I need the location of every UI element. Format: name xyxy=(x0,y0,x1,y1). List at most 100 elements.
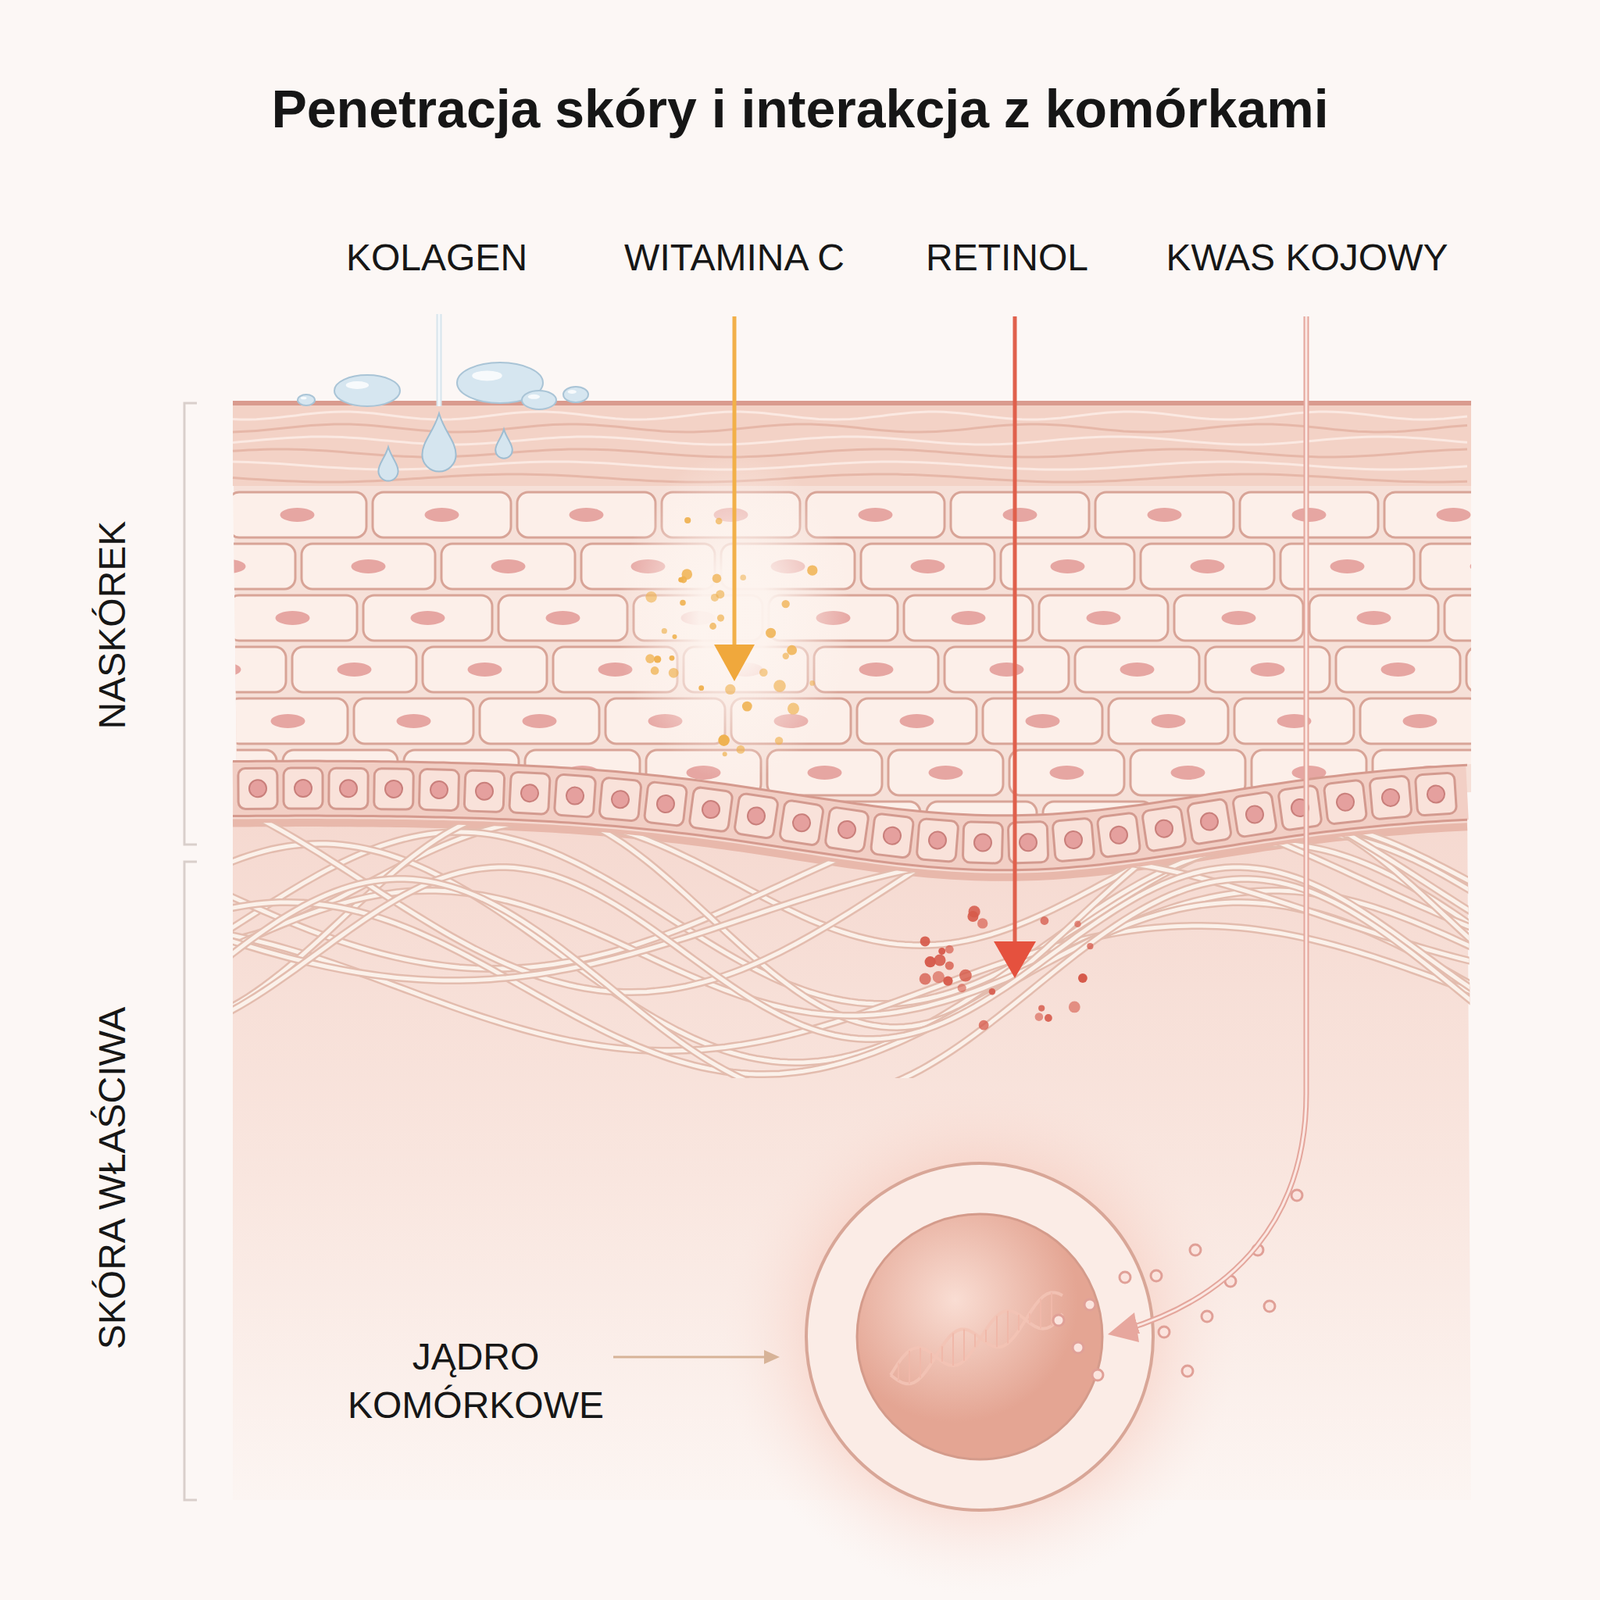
basal-nucleus xyxy=(1153,818,1174,839)
dna-rung xyxy=(908,1350,911,1385)
basal-cell-body xyxy=(464,770,505,813)
fiber xyxy=(217,808,1483,1028)
basal-cell-body xyxy=(643,781,687,826)
dna-rung xyxy=(1039,1298,1042,1329)
cell-nucleus xyxy=(1025,714,1061,729)
epidermal-cell xyxy=(353,698,474,744)
arrow-line xyxy=(732,316,737,653)
dna-rung xyxy=(919,1347,922,1379)
stratum-corneum xyxy=(232,403,1472,486)
dna-rung xyxy=(941,1346,943,1361)
cell-nucleus xyxy=(1190,559,1225,574)
vitamin-c-path xyxy=(645,316,818,757)
dna-rung xyxy=(1028,1313,1031,1323)
particle xyxy=(679,600,686,607)
particle xyxy=(1038,1005,1045,1012)
dna-rung xyxy=(963,1328,965,1361)
particle xyxy=(1078,973,1088,983)
particle xyxy=(668,667,679,679)
basal-nucleus xyxy=(746,806,766,826)
epidermal-cell xyxy=(1039,595,1168,641)
particle xyxy=(1182,1365,1193,1377)
basal-cell-body xyxy=(1323,779,1368,825)
arrow-line xyxy=(1125,316,1307,1330)
basal-cell-body xyxy=(1141,805,1186,852)
layer-label: NASKÓREK xyxy=(88,521,137,730)
cell-nucleus xyxy=(1050,765,1085,780)
layer-label: SKÓRA WŁAŚCIWA xyxy=(88,1007,137,1350)
droplet xyxy=(457,362,543,404)
particle xyxy=(1119,1271,1131,1283)
basal-cell xyxy=(238,767,278,809)
epidermal-cell xyxy=(1280,543,1415,590)
particle xyxy=(1158,1326,1170,1338)
epidermal-cell xyxy=(1095,492,1234,538)
basal-nucleus xyxy=(610,789,630,809)
particle xyxy=(1072,1342,1084,1354)
epidermal-cell xyxy=(857,698,977,744)
corneum-strands xyxy=(232,411,1468,483)
particle xyxy=(1068,1001,1081,1014)
basal-cell-body xyxy=(1278,785,1323,831)
cell-nucleus xyxy=(910,559,946,574)
epidermal-cell xyxy=(161,543,296,590)
part-label: JĄDRO KOMÓRKOWE xyxy=(319,1332,633,1430)
cell-nucleus xyxy=(467,662,503,677)
fiber-outline xyxy=(217,902,1483,1075)
particle xyxy=(959,969,972,983)
arrowhead xyxy=(1107,1312,1140,1343)
bracket xyxy=(184,861,197,1500)
particle xyxy=(682,568,693,580)
basal-nucleus xyxy=(475,782,494,800)
particle xyxy=(710,593,719,602)
droplet xyxy=(563,386,589,403)
cell-membrane xyxy=(806,1163,1154,1511)
epidermal-cell xyxy=(1205,646,1330,693)
dna-rung xyxy=(952,1333,954,1366)
basal-cell xyxy=(509,771,551,815)
particle xyxy=(1084,1299,1096,1311)
cell-nucleus xyxy=(1357,610,1392,625)
particle xyxy=(653,655,661,663)
cell-nucleus xyxy=(807,765,843,780)
basal-nucleus xyxy=(1335,792,1355,812)
fiber-outline xyxy=(217,925,1483,1051)
basal-cell xyxy=(733,792,779,840)
basal-cell xyxy=(916,818,959,863)
basal-nucleus xyxy=(1426,785,1445,804)
epidermal-cell xyxy=(1384,492,1523,538)
basal-cell xyxy=(418,768,459,811)
cell-nucleus xyxy=(859,662,894,677)
epidermal-cell xyxy=(950,492,1090,538)
ingredient-label: KWAS KOJOWY xyxy=(1166,233,1449,283)
particle xyxy=(1053,1314,1065,1326)
cell-nucleus xyxy=(202,765,237,780)
particle xyxy=(925,956,936,968)
epidermal-cell xyxy=(372,492,511,538)
cell-nucleus xyxy=(275,610,311,625)
basal-cell-body xyxy=(328,767,368,809)
arrow-line xyxy=(1013,316,1018,950)
cell-nucleus xyxy=(546,610,581,625)
particle xyxy=(942,975,953,986)
epidermal-cell xyxy=(1360,698,1480,744)
cell-nucleus xyxy=(410,610,446,625)
basal-cell xyxy=(962,821,1003,864)
basal-cell-body xyxy=(916,818,959,863)
particle xyxy=(1150,1270,1162,1282)
particle xyxy=(722,751,728,757)
cell-nucleus xyxy=(1511,662,1547,677)
epidermal-cell xyxy=(441,543,575,590)
particle xyxy=(1040,916,1050,925)
dna-rung xyxy=(930,1353,933,1364)
particle xyxy=(669,655,675,661)
particle xyxy=(650,666,660,675)
diagram-title: Penetracja skóry i interakcja z komórkam… xyxy=(57,78,1543,140)
droplet-shine xyxy=(471,370,503,381)
ingredient-label: RETINOL xyxy=(925,233,1089,283)
particle xyxy=(1044,1014,1053,1022)
particle xyxy=(759,667,768,677)
cell-nucleus xyxy=(1086,610,1122,625)
basal-nucleus xyxy=(339,779,358,797)
epidermal-cell xyxy=(1309,595,1439,641)
